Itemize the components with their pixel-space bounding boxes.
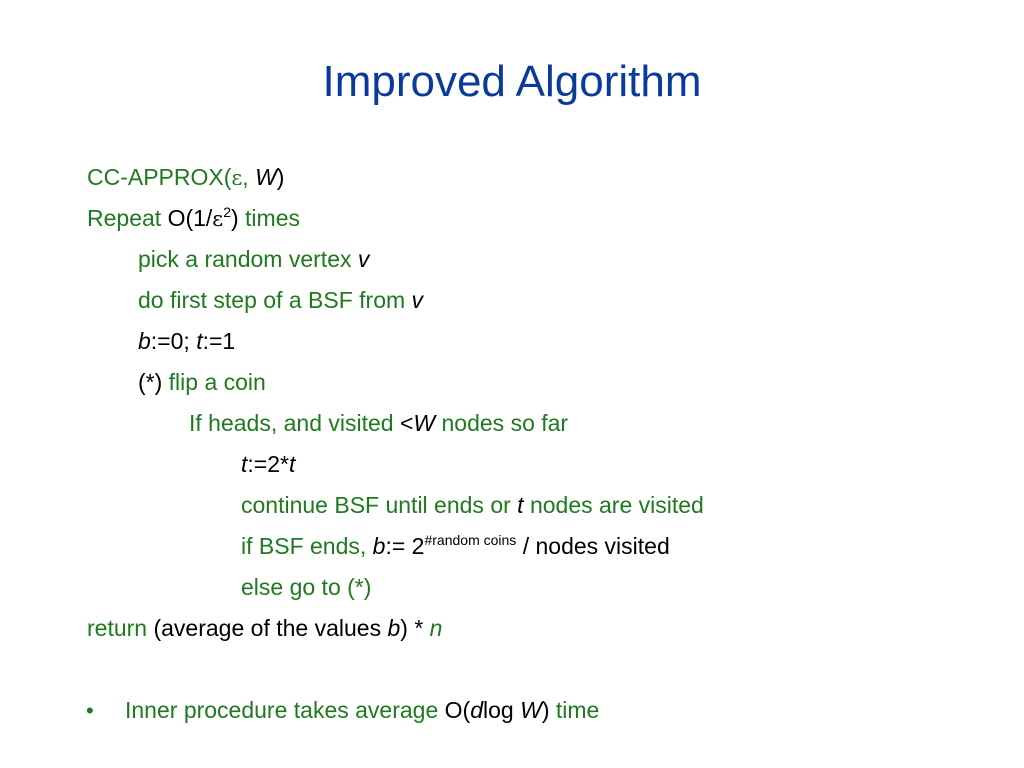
repeat-keyword: Repeat [87, 205, 168, 231]
continue-bsf-line: continue BSF until ends or t nodes are v… [241, 490, 704, 520]
time-text: time [549, 697, 600, 723]
average-text: (average of the values [147, 615, 388, 641]
slide-title: Improved Algorithm [322, 57, 702, 106]
nodes-visited-text: nodes are visited [523, 492, 704, 518]
function-name: CC-APPROX( [87, 164, 232, 190]
assign-double: :=2* [247, 451, 289, 477]
label-star: (*) [138, 369, 169, 395]
var-b: b [138, 328, 151, 354]
pick-vertex-text: pick a random vertex [138, 246, 358, 272]
return-keyword: return [87, 615, 148, 641]
big-o-open: O(1/ [167, 205, 213, 231]
var-t: t [241, 451, 248, 477]
repeat-line: Repeat O(1/ε2) times [87, 203, 300, 234]
if-heads-text: If heads, and visited [189, 410, 400, 436]
var-v: v [357, 246, 370, 272]
flip-coin-text: flip a coin [168, 369, 266, 395]
epsilon-symbol: ε [212, 207, 224, 231]
param-separator: , [242, 164, 256, 190]
pick-vertex-line: pick a random vertex v [138, 244, 369, 274]
param-w: W [255, 164, 277, 190]
bsf-first-step-line: do first step of a BSF from v [138, 285, 423, 315]
bsf-ends-line: if BSF ends, b:= 2#random coins / nodes … [241, 531, 670, 561]
double-t-line: t:=2*t [241, 449, 295, 479]
if-heads-line: If heads, and visited <W nodes so far [189, 408, 568, 438]
exponent-2: 2 [223, 204, 231, 220]
var-d: d [470, 697, 484, 723]
bullet-item: Inner procedure takes average O(dlog W) … [125, 695, 599, 725]
assign-t: :=1 [202, 328, 236, 354]
var-t: t [517, 492, 524, 518]
assign-power: := 2 [385, 533, 425, 559]
less-than: < [399, 410, 414, 436]
var-t: t [288, 451, 296, 477]
random-coins-exponent: #random coins [424, 532, 517, 548]
init-line: b:=0; t:=1 [138, 326, 235, 356]
return-line: return (average of the values b) * n [87, 613, 442, 643]
big-o-open: O( [444, 697, 471, 723]
var-b: b [387, 615, 401, 641]
close-paren: ) [541, 697, 550, 723]
var-w: W [413, 410, 436, 436]
nodes-so-far-text: nodes so far [435, 410, 569, 436]
else-goto-text: else go to (*) [241, 574, 372, 600]
var-w: W [520, 697, 542, 723]
times-op: ) * [400, 615, 430, 641]
bsf-first-step-text: do first step of a BSF from [138, 287, 412, 313]
continue-bsf-text: continue BSF until ends or [241, 492, 518, 518]
bsf-ends-text: if BSF ends, [241, 533, 373, 559]
var-n: n [429, 615, 443, 641]
close-paren: ) [230, 205, 239, 231]
flip-coin-line: (*) flip a coin [138, 367, 266, 397]
else-goto-line: else go to (*) [241, 572, 371, 602]
log-text: log [483, 697, 521, 723]
close-paren: ) [276, 164, 285, 190]
assign-b: :=0; [150, 328, 197, 354]
var-t: t [196, 328, 203, 354]
var-v: v [411, 287, 424, 313]
bullet-icon: • [86, 698, 94, 723]
var-b: b [372, 533, 386, 559]
epsilon-symbol: ε [231, 166, 243, 190]
divide-nodes-visited: / nodes visited [516, 533, 670, 559]
algorithm-signature: CC-APPROX(ε, W) [87, 162, 284, 193]
bullet-text: Inner procedure takes average [125, 697, 445, 723]
times-text: times [238, 205, 300, 231]
